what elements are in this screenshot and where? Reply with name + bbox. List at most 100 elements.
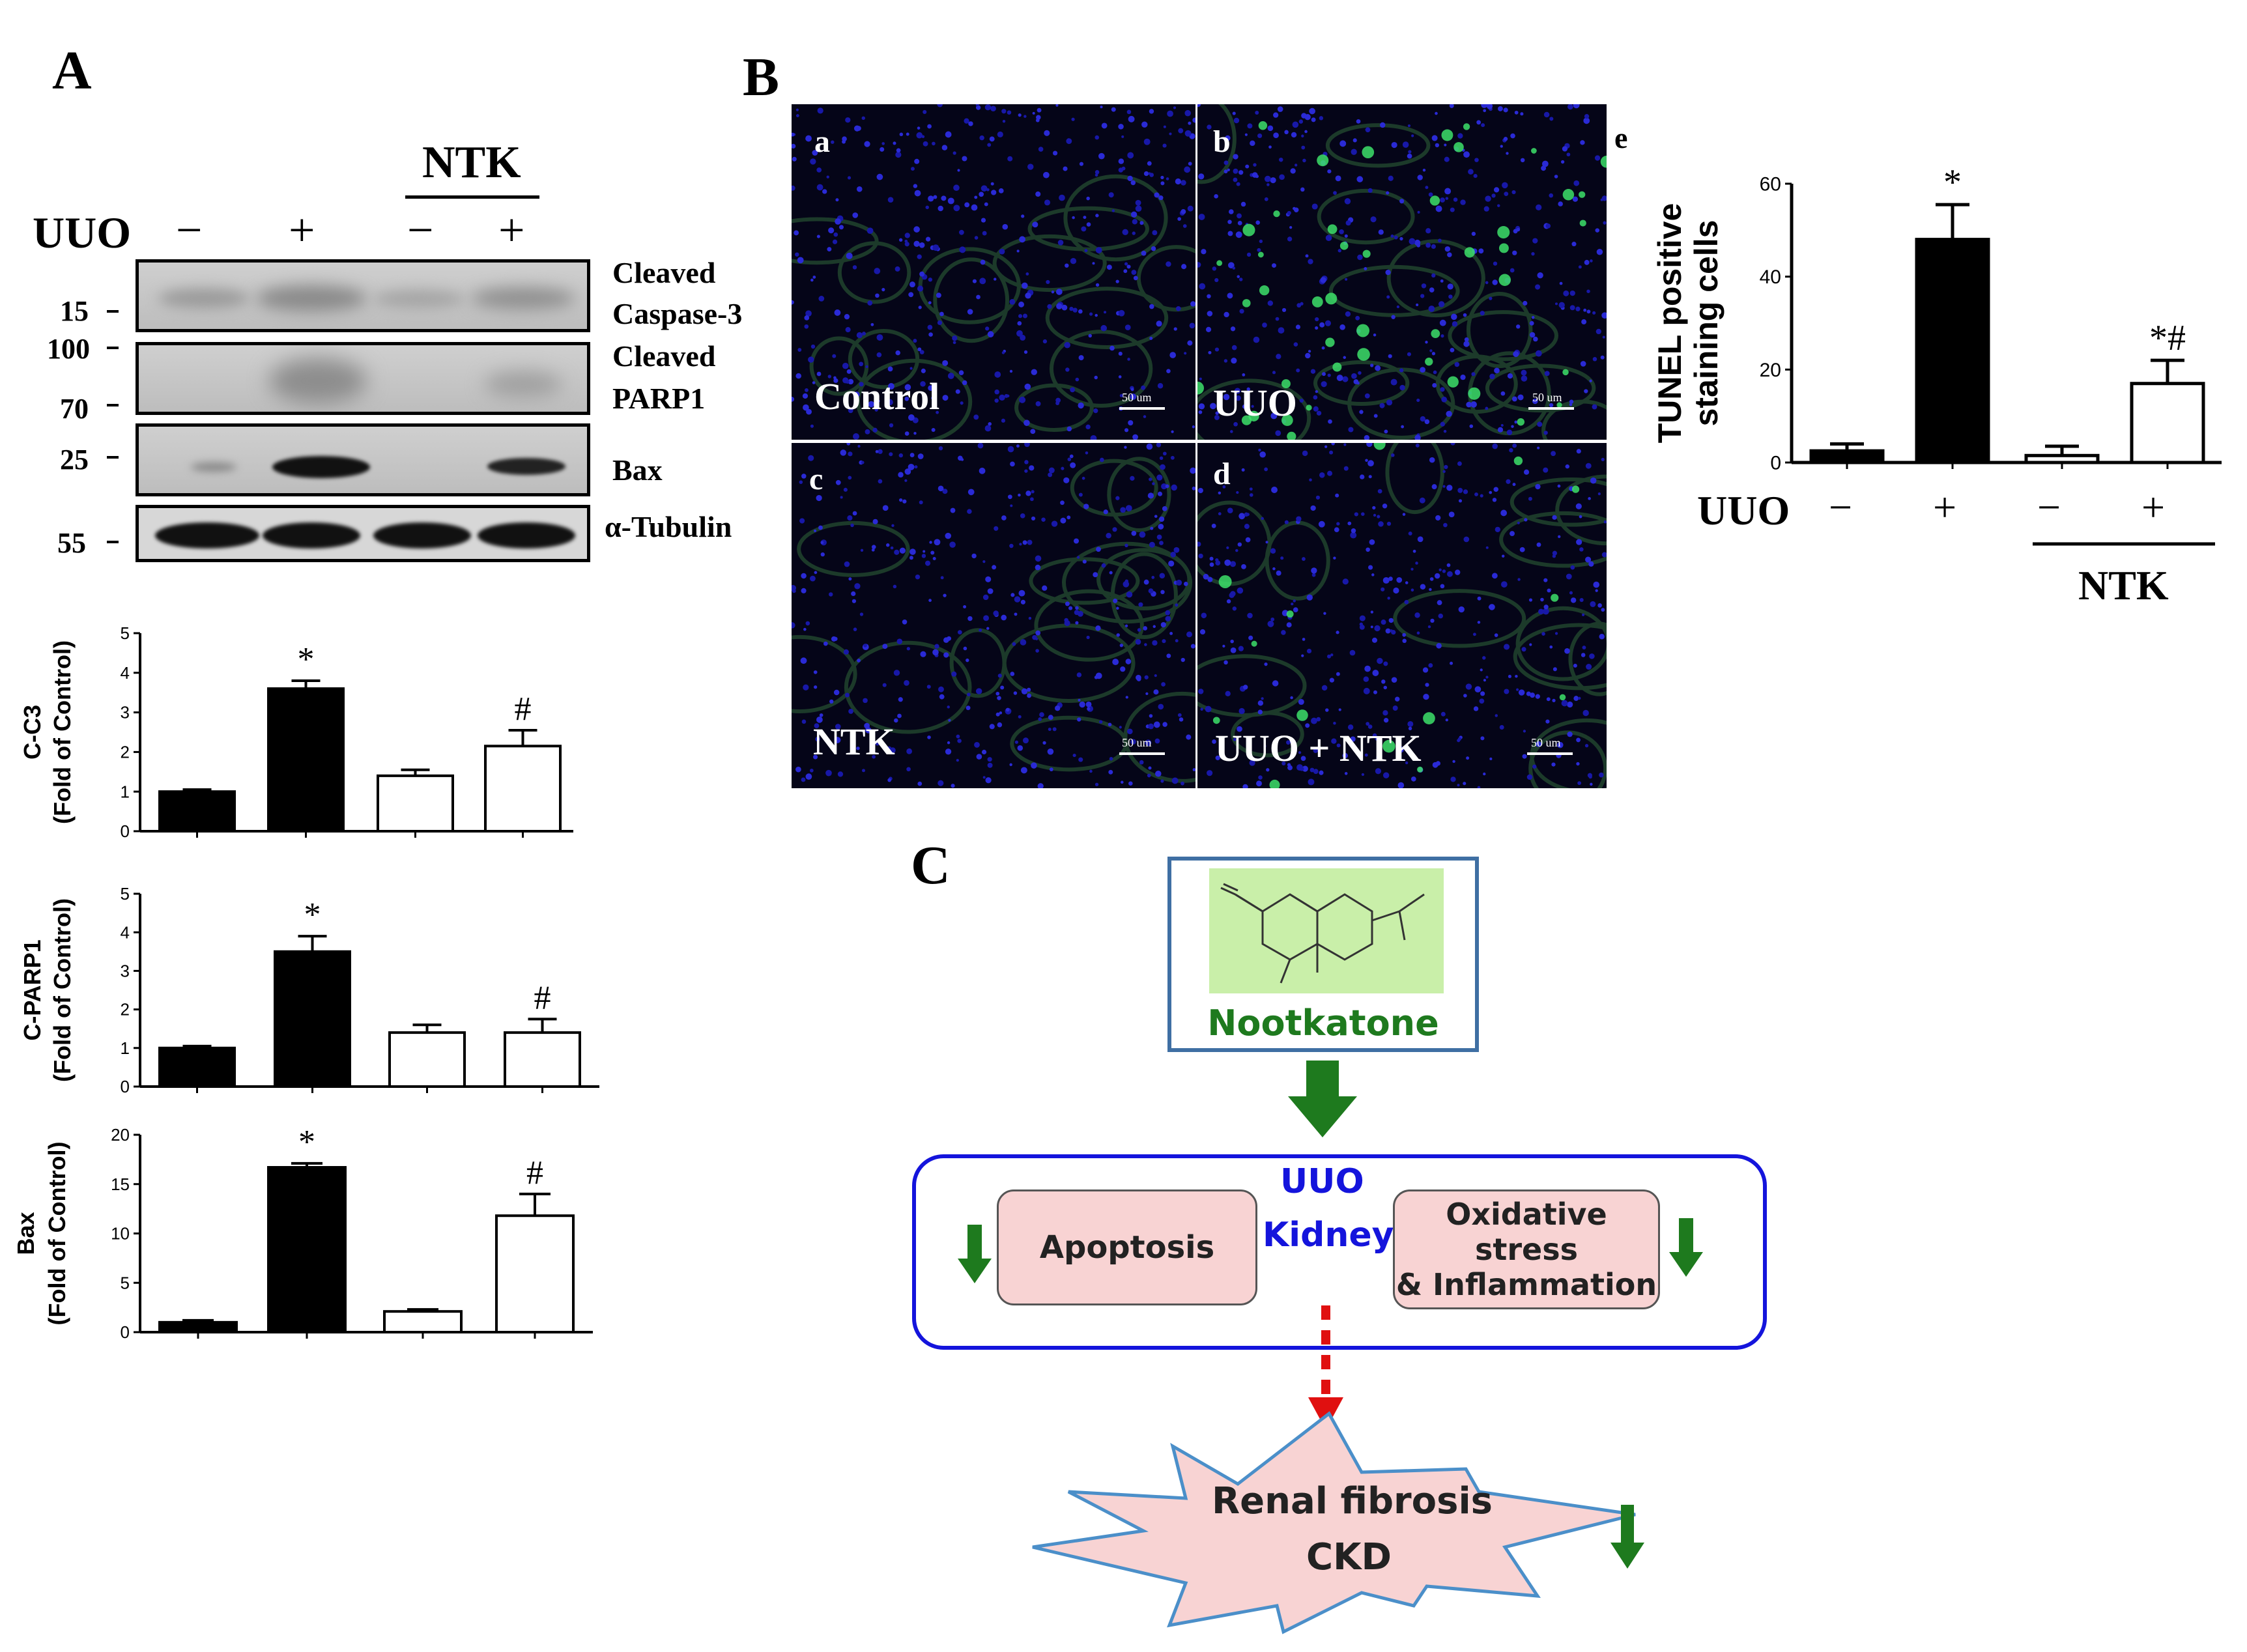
- apoptosis-label: Apoptosis: [1039, 1229, 1215, 1266]
- blot-tubulin: [136, 505, 590, 562]
- bar: [158, 1046, 236, 1088]
- y-tick-label: 15: [111, 1175, 130, 1194]
- bar: [1915, 238, 1990, 464]
- tunel-sign: −: [2037, 484, 2061, 530]
- significance-label: #: [515, 691, 532, 728]
- significance-label: #: [526, 1154, 543, 1191]
- scale-bar-b: [1528, 407, 1574, 410]
- y-axis-label-2: staining cells: [1688, 220, 1725, 427]
- blot-ntk-label: NTK: [422, 137, 521, 188]
- oxidative-stress-box: Oxidative stress & Inflammation: [1393, 1189, 1660, 1309]
- mw-55: 55: [57, 527, 86, 559]
- y-tick-label: 4: [121, 663, 130, 683]
- tunel-sign: +: [2141, 484, 2165, 530]
- panel-letter-b: B: [743, 47, 780, 107]
- panel-letter-c: C: [911, 835, 951, 896]
- bar: [504, 1031, 581, 1088]
- micrograph-uuo: [1197, 104, 1607, 440]
- bar: [274, 950, 351, 1088]
- significance-label: *: [304, 896, 321, 933]
- ckd-label: CKD: [1306, 1536, 1392, 1578]
- bar: [484, 745, 562, 833]
- label-cleaved-1: Cleaved: [612, 256, 716, 289]
- y-tick-label: 40: [1760, 266, 1781, 288]
- micrograph-uuo-ntk: [1197, 443, 1607, 788]
- micrograph-letter-a: a: [814, 124, 830, 159]
- y-axis-label-2: (Fold of Control): [49, 898, 76, 1082]
- blot-sign-3: −: [407, 204, 434, 256]
- y-tick-label: 0: [121, 821, 130, 841]
- y-tick-label: 2: [121, 743, 130, 762]
- bar: [2130, 382, 2205, 464]
- label-caspase3: Caspase-3: [612, 297, 743, 330]
- blot-sign-4: +: [498, 204, 525, 256]
- y-axis-label-2: (Fold of Control): [49, 640, 76, 824]
- y-tick-label: 3: [121, 961, 130, 981]
- y-tick-label: 0: [121, 1322, 130, 1342]
- blot-sign-1: −: [176, 204, 203, 256]
- bar: [388, 1031, 466, 1088]
- blot-uuo-label: UUO: [33, 208, 132, 257]
- y-tick-label: 0: [121, 1077, 130, 1096]
- mw-tick-15: [107, 310, 119, 313]
- down-arrow-apoptosis-icon: [958, 1225, 992, 1283]
- micrograph-label-uuo-ntk: UUO + NTK: [1215, 727, 1422, 769]
- bar: [1809, 449, 1885, 464]
- down-arrow-fibrosis-icon: [1610, 1505, 1644, 1569]
- label-cleaved-2: Cleaved: [612, 339, 716, 373]
- scale-text-b: 50 um: [1532, 391, 1562, 404]
- micrograph-ntk: [792, 443, 1195, 788]
- micrograph-control: [792, 104, 1195, 440]
- micrograph-letter-c: c: [809, 462, 823, 496]
- blot-caspase3: [136, 259, 590, 332]
- bar: [267, 1165, 347, 1334]
- label-tubulin: α-Tubulin: [605, 510, 732, 543]
- mw-tick-100: [107, 347, 119, 349]
- y-tick-label: 1: [121, 1038, 130, 1058]
- y-axis-label-2: (Fold of Control): [44, 1142, 70, 1326]
- bar: [495, 1214, 575, 1333]
- apoptosis-box: Apoptosis: [997, 1189, 1257, 1305]
- significance-label: #: [534, 979, 551, 1016]
- panel-letter-a: A: [52, 40, 92, 101]
- mw-tick-55: [107, 541, 119, 543]
- y-tick-label: 5: [121, 1273, 130, 1292]
- label-bax: Bax: [612, 453, 663, 487]
- mw-tick-25: [107, 456, 119, 459]
- y-axis-label: C-C3: [19, 705, 46, 760]
- flow-kidney-label: Kidney: [1263, 1216, 1394, 1255]
- y-tick-label: 4: [121, 922, 130, 942]
- renal-fibrosis-burst: [1032, 1411, 1636, 1634]
- mw-100: 100: [47, 333, 90, 365]
- tunel-sign: +: [1933, 484, 1956, 530]
- significance-label: *: [298, 641, 315, 678]
- y-tick-label: 0: [1770, 453, 1781, 474]
- nootkatone-label: Nootkatone: [1207, 1003, 1439, 1044]
- y-axis-label: C-PARP1: [19, 939, 46, 1040]
- mw-15: 15: [60, 295, 89, 327]
- mw-tick-70: [107, 404, 119, 406]
- flow-uuo-label: UUO: [1280, 1162, 1364, 1201]
- y-tick-label: 3: [121, 703, 130, 722]
- y-axis-label: TUNEL positive: [1652, 203, 1688, 444]
- bar: [377, 774, 454, 833]
- scale-text-d: 50 um: [1531, 736, 1561, 749]
- oxidative-stress-label: Oxidative stress: [1446, 1197, 1607, 1267]
- big-down-arrow-icon: [1288, 1061, 1357, 1137]
- micrograph-label-control: Control: [814, 375, 940, 418]
- scale-text-c: 50 um: [1122, 736, 1152, 749]
- mw-70: 70: [60, 393, 89, 425]
- red-dashed-arrow-icon: [1308, 1305, 1343, 1430]
- nootkatone-structure-icon: [1220, 883, 1425, 984]
- bar: [2024, 453, 2100, 464]
- down-arrow-oxidative-icon: [1669, 1218, 1703, 1277]
- nootkatone-structure: [1209, 868, 1444, 993]
- tunel-uuo-label: UUO: [1697, 487, 1790, 534]
- y-tick-label: 2: [121, 1000, 130, 1019]
- uuo-kidney-box: [912, 1154, 1767, 1350]
- blot-parp1: [136, 342, 590, 415]
